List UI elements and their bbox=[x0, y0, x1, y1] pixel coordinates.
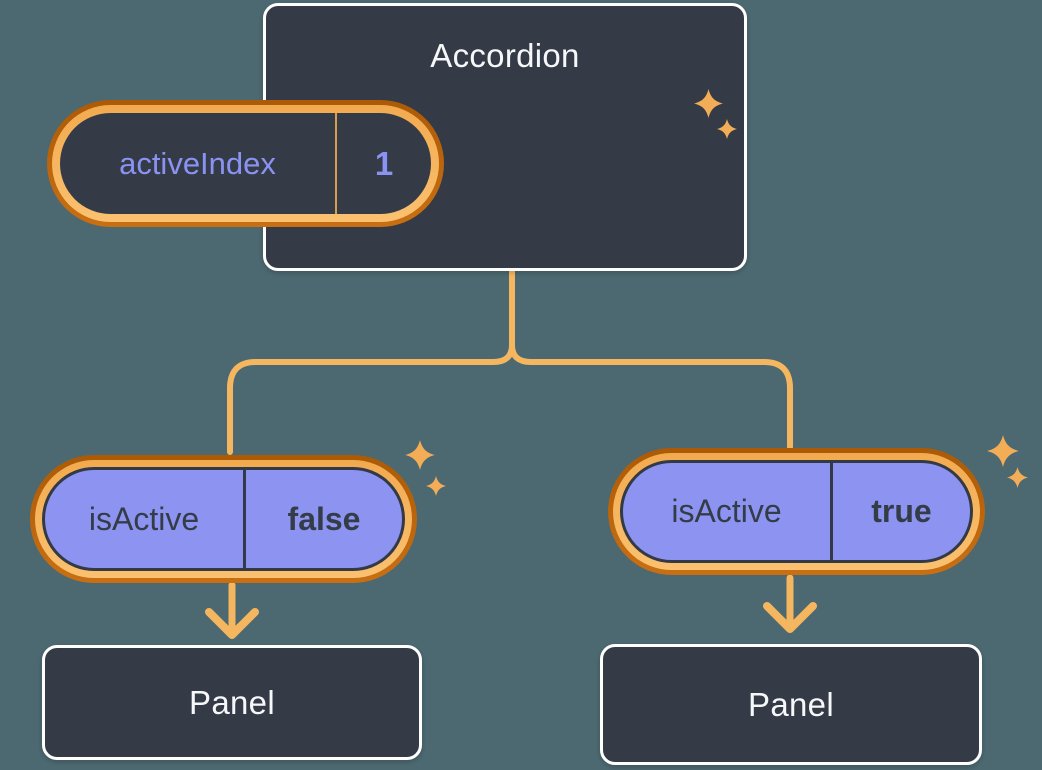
left-prop-name-label: isActive bbox=[88, 500, 200, 537]
left-prop-value-label: false bbox=[287, 500, 361, 537]
right-prop-name-label: isActive bbox=[671, 493, 782, 529]
right-arrow-head-icon bbox=[763, 602, 817, 633]
trunk-right-branch-line bbox=[509, 269, 793, 450]
sparkle-icon bbox=[1007, 467, 1028, 488]
sparkle-icon bbox=[694, 89, 723, 118]
right-prop-pill-divider bbox=[830, 463, 833, 560]
right-panel-title: Panel bbox=[748, 685, 834, 723]
sparkle-icon bbox=[426, 476, 446, 496]
sparkle-icon bbox=[405, 440, 435, 470]
trunk-left-branch-line bbox=[227, 269, 515, 455]
left-panel-title: Panel bbox=[189, 683, 275, 721]
left-prop-pill: isActive false bbox=[30, 455, 417, 583]
state-name-label: activeIndex bbox=[119, 145, 276, 181]
state-pill: activeIndex 1 bbox=[47, 100, 444, 227]
sparkle-icon bbox=[987, 435, 1019, 467]
right-prop-pill: isActive true bbox=[608, 448, 985, 575]
state-value-label: 1 bbox=[374, 144, 394, 182]
right-prop-value-label: true bbox=[871, 493, 932, 529]
sparkle-icon bbox=[717, 119, 737, 139]
state-pill-divider bbox=[335, 113, 337, 214]
accordion-title: Accordion bbox=[430, 37, 580, 74]
left-prop-pill-divider bbox=[243, 470, 246, 568]
left-arrow-head-icon bbox=[205, 608, 259, 639]
left-panel-component-box: Panel bbox=[42, 645, 422, 760]
right-panel-component-box: Panel bbox=[600, 644, 982, 765]
